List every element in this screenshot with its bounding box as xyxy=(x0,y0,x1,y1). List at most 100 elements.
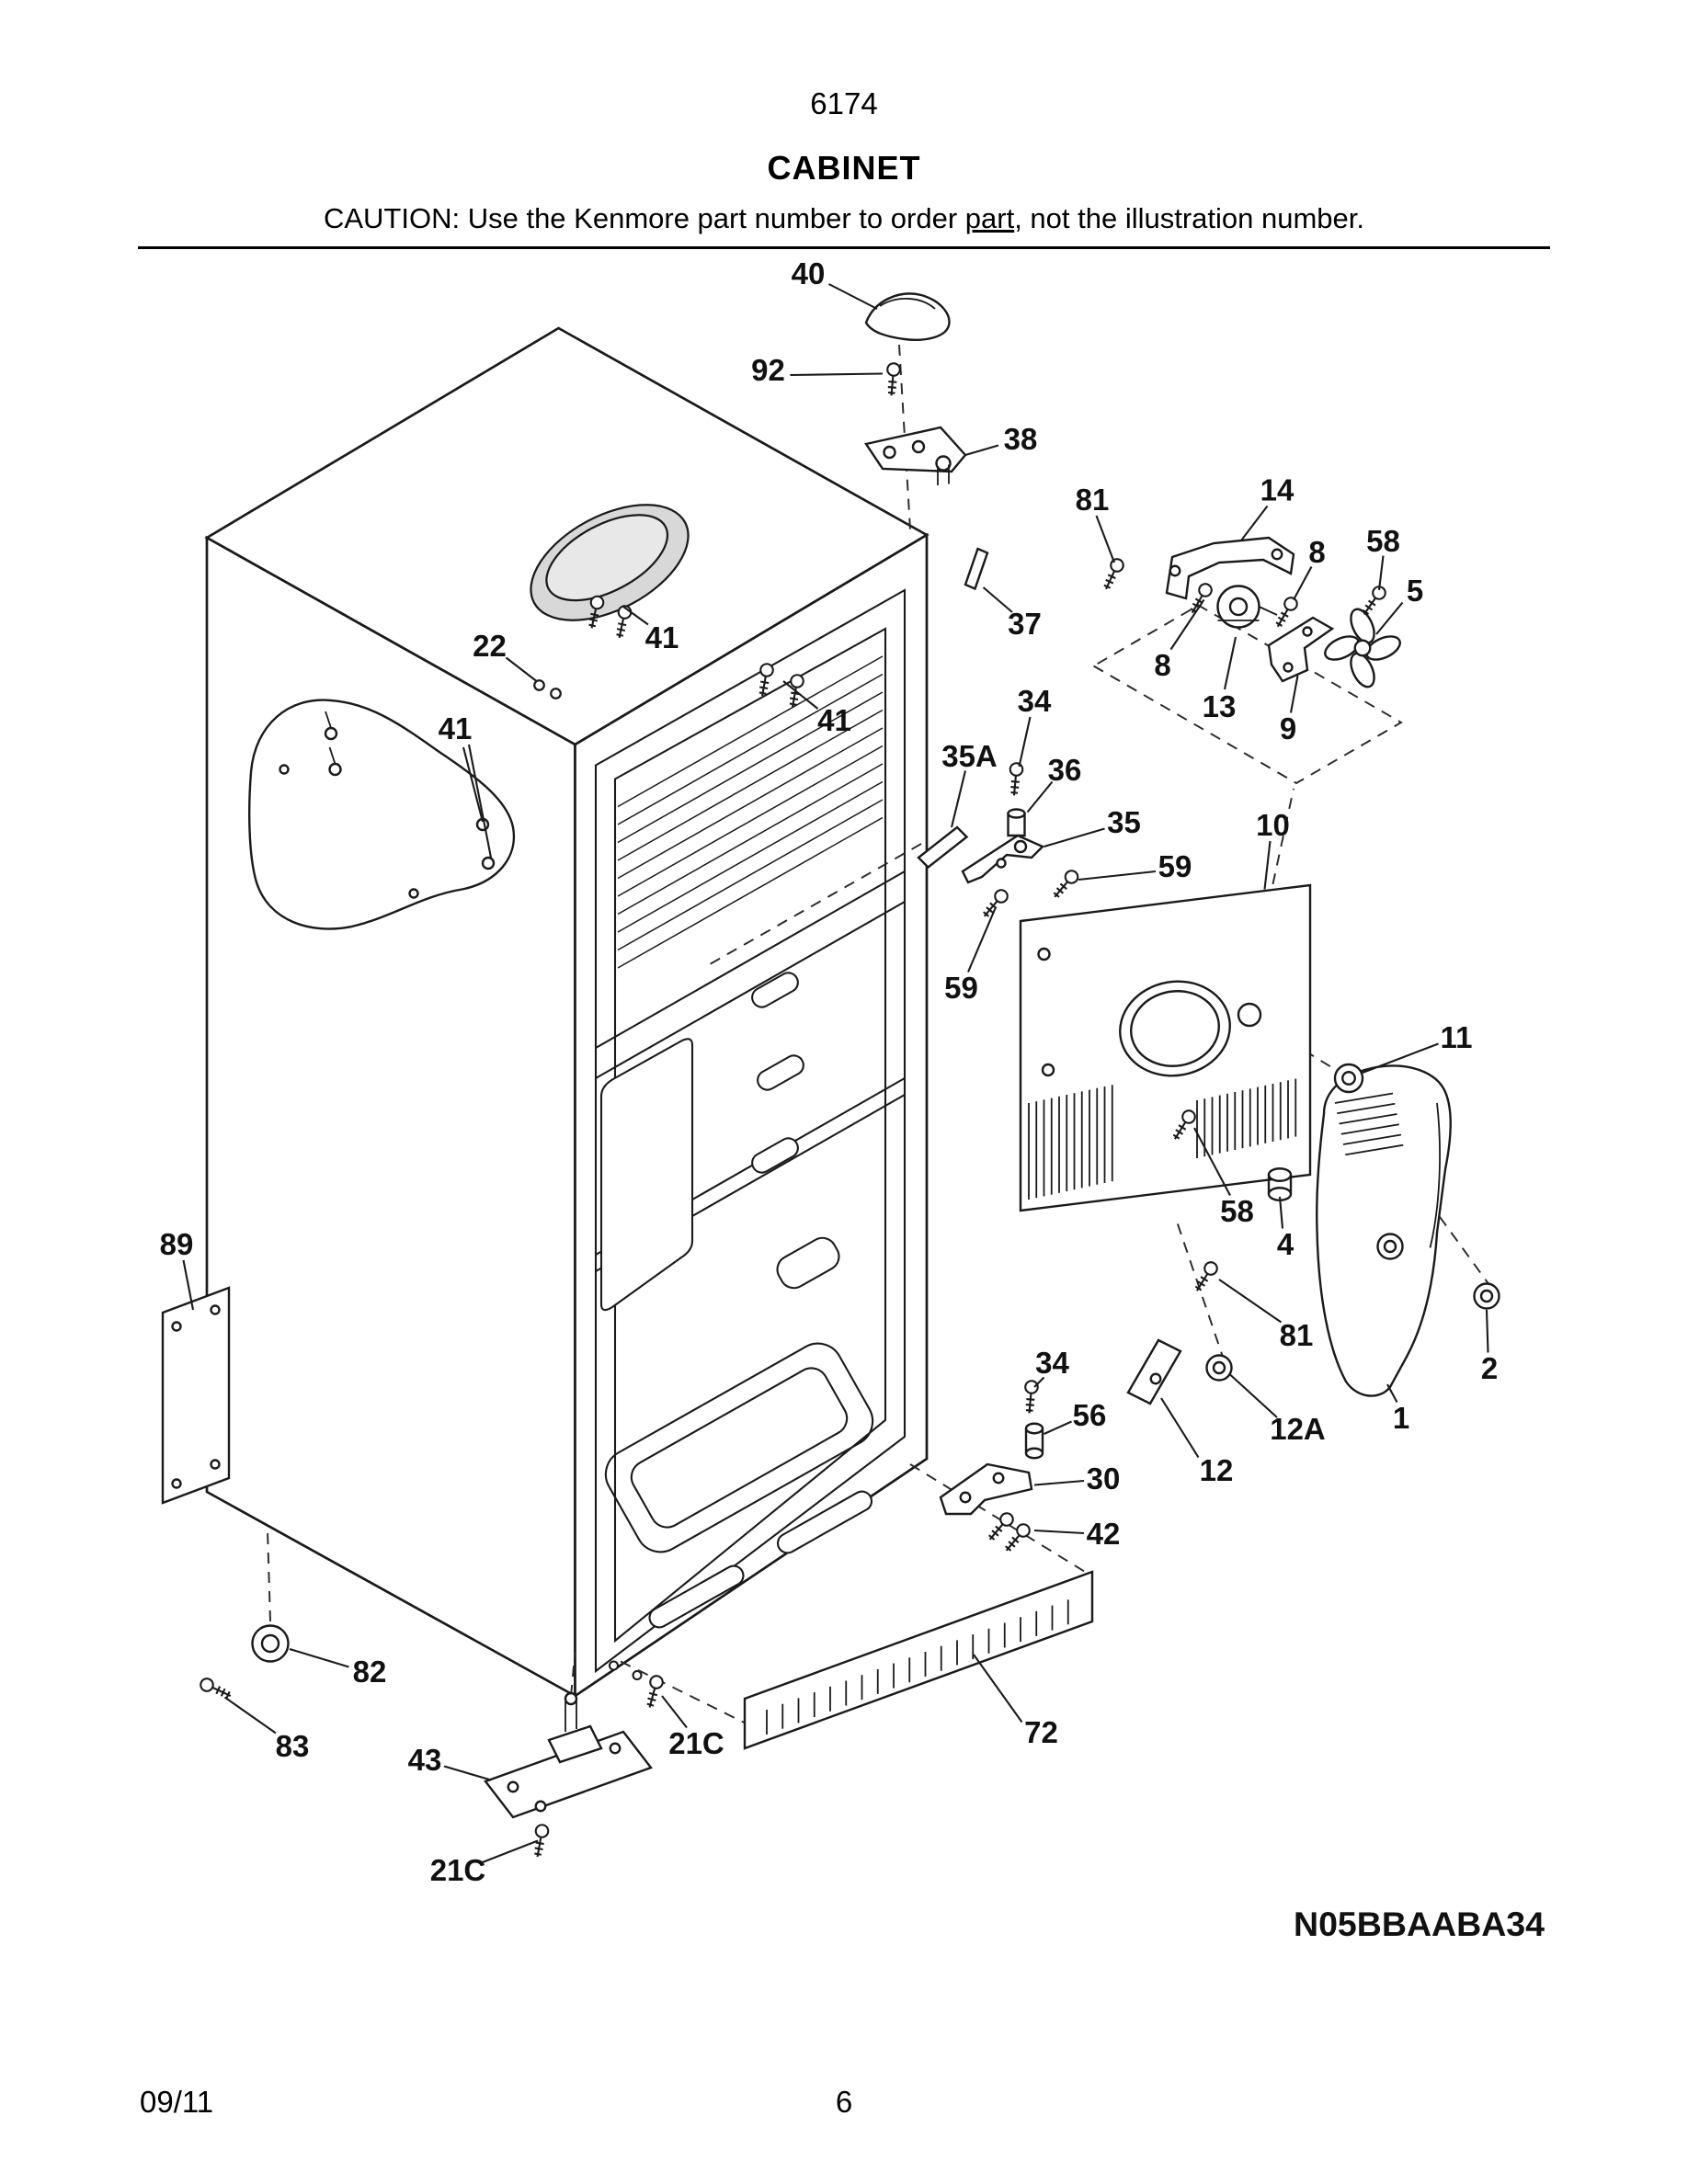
callout-81-top: 81 xyxy=(1076,483,1110,517)
screw-8-right xyxy=(1271,594,1301,631)
mount-plate-89 xyxy=(161,1286,231,1505)
callout-41-mid: 41 xyxy=(817,703,851,737)
evaporator-cover-1 xyxy=(1316,1064,1452,1397)
panel-vent-left xyxy=(1028,1085,1113,1200)
callout-58-top: 58 xyxy=(1366,524,1400,558)
callout-22: 22 xyxy=(473,629,507,663)
callout-21C-a: 21C xyxy=(668,1726,724,1760)
callout-40: 40 xyxy=(792,256,826,290)
screw-34-top xyxy=(1007,761,1024,798)
callout-35: 35 xyxy=(1107,805,1141,839)
screw-83 xyxy=(197,1675,234,1703)
middle-hinge-35 xyxy=(961,834,1045,884)
fan-motor-13 xyxy=(1216,585,1278,629)
callout-labels: 40 92 38 81 14 8 58 5 37 8 13 9 22 41 41… xyxy=(160,256,1499,1887)
callout-43: 43 xyxy=(408,1743,442,1777)
air-duct-panel xyxy=(599,1038,694,1312)
page-title: CABINET xyxy=(767,149,921,187)
callout-58-low: 58 xyxy=(1220,1194,1254,1228)
callout-2: 2 xyxy=(1481,1351,1498,1385)
callout-35A: 35A xyxy=(941,739,998,773)
callout-8-left: 8 xyxy=(1154,648,1170,682)
fan-bracket-14 xyxy=(1165,536,1295,600)
top-hinge-38 xyxy=(864,426,967,485)
callout-38: 38 xyxy=(1004,422,1038,456)
crisper-pan xyxy=(604,1342,874,1553)
cap-12A xyxy=(1205,1354,1233,1382)
callout-14: 14 xyxy=(1260,473,1295,507)
callout-83: 83 xyxy=(276,1729,310,1763)
kickplate-72 xyxy=(743,1570,1094,1750)
fan-blade-5 xyxy=(1324,608,1401,688)
callout-36: 36 xyxy=(1048,753,1082,787)
caution-line: CAUTION: Use the Kenmore part number to … xyxy=(0,202,1688,235)
screw-42-b xyxy=(1000,1520,1033,1556)
bottom-hinge-30 xyxy=(939,1462,1033,1516)
cabinet-liner xyxy=(594,588,907,1681)
callout-82: 82 xyxy=(353,1655,387,1689)
callout-21C-b: 21C xyxy=(430,1853,486,1887)
screw-8-left xyxy=(1185,580,1215,618)
leader-lines xyxy=(182,283,1489,1864)
callout-34-top: 34 xyxy=(1018,684,1052,718)
doc-number: 6174 xyxy=(810,86,878,120)
callout-41-left: 41 xyxy=(439,711,473,745)
top-vent-cover xyxy=(530,504,690,700)
callout-8-right: 8 xyxy=(1308,535,1325,569)
screw-21C-a xyxy=(643,1673,666,1711)
rear-panel-10 xyxy=(1019,883,1312,1212)
callout-4: 4 xyxy=(1277,1227,1295,1261)
kickplate-slots xyxy=(766,1599,1069,1735)
callout-72: 72 xyxy=(1024,1715,1058,1749)
screw-81-low xyxy=(1191,1258,1221,1295)
callout-41-top: 41 xyxy=(645,620,679,654)
footer-date: 09/11 xyxy=(140,2085,214,2119)
footer-page-number: 6 xyxy=(835,2085,853,2119)
hinge-pin-37 xyxy=(964,547,989,591)
screw-59-a xyxy=(1048,867,1082,903)
callout-11: 11 xyxy=(1441,1020,1473,1054)
bottom-hinge-43 xyxy=(484,1691,653,1819)
freezer-shelf-hatch xyxy=(617,655,884,969)
grommet-4 xyxy=(1267,1167,1293,1201)
cover-grille xyxy=(1334,1092,1404,1156)
model-code: N05BBAABA34 xyxy=(1294,1905,1545,1943)
callout-12: 12 xyxy=(1200,1453,1234,1487)
callout-59-a: 59 xyxy=(1158,849,1192,883)
callout-9: 9 xyxy=(1280,711,1296,745)
callout-34-low: 34 xyxy=(1035,1346,1069,1380)
callout-81-low: 81 xyxy=(1280,1318,1314,1352)
callout-56: 56 xyxy=(1073,1398,1107,1432)
callout-12A: 12A xyxy=(1270,1412,1326,1446)
callout-30: 30 xyxy=(1087,1462,1121,1496)
callout-1: 1 xyxy=(1393,1401,1409,1435)
screw-81-top xyxy=(1099,555,1127,593)
callout-42: 42 xyxy=(1087,1517,1121,1551)
callout-59-b: 59 xyxy=(944,971,978,1005)
screw-92 xyxy=(884,361,902,398)
screw-59-b xyxy=(978,886,1011,922)
spacer-36 xyxy=(1007,808,1026,837)
header-rule xyxy=(138,246,1550,249)
grommet-22-a xyxy=(533,679,545,691)
callout-89: 89 xyxy=(160,1227,194,1261)
hinge-cover-40 xyxy=(864,292,951,341)
liner-recesses xyxy=(751,972,840,1290)
callout-92: 92 xyxy=(751,353,785,387)
spacer-56 xyxy=(1024,1422,1044,1460)
cap-2 xyxy=(1473,1282,1500,1310)
callout-13: 13 xyxy=(1203,689,1237,723)
bottom-rail-slots xyxy=(608,1490,873,1681)
caution-underlined-word: part xyxy=(964,202,1015,234)
cap-11 xyxy=(1333,1063,1364,1094)
caution-prefix: CAUTION: Use the Kenmore part number to … xyxy=(323,202,965,234)
hinge-cover-40-detail xyxy=(879,297,936,310)
grommet-22-b xyxy=(550,688,562,700)
caution-suffix: , not the illustration number. xyxy=(1014,202,1365,234)
hinge-bar-35A xyxy=(917,825,969,870)
screw-21C-b xyxy=(530,1823,551,1860)
panel-vent-right xyxy=(1196,1078,1297,1158)
callout-37: 37 xyxy=(1008,607,1042,641)
roller-82 xyxy=(251,1624,290,1663)
